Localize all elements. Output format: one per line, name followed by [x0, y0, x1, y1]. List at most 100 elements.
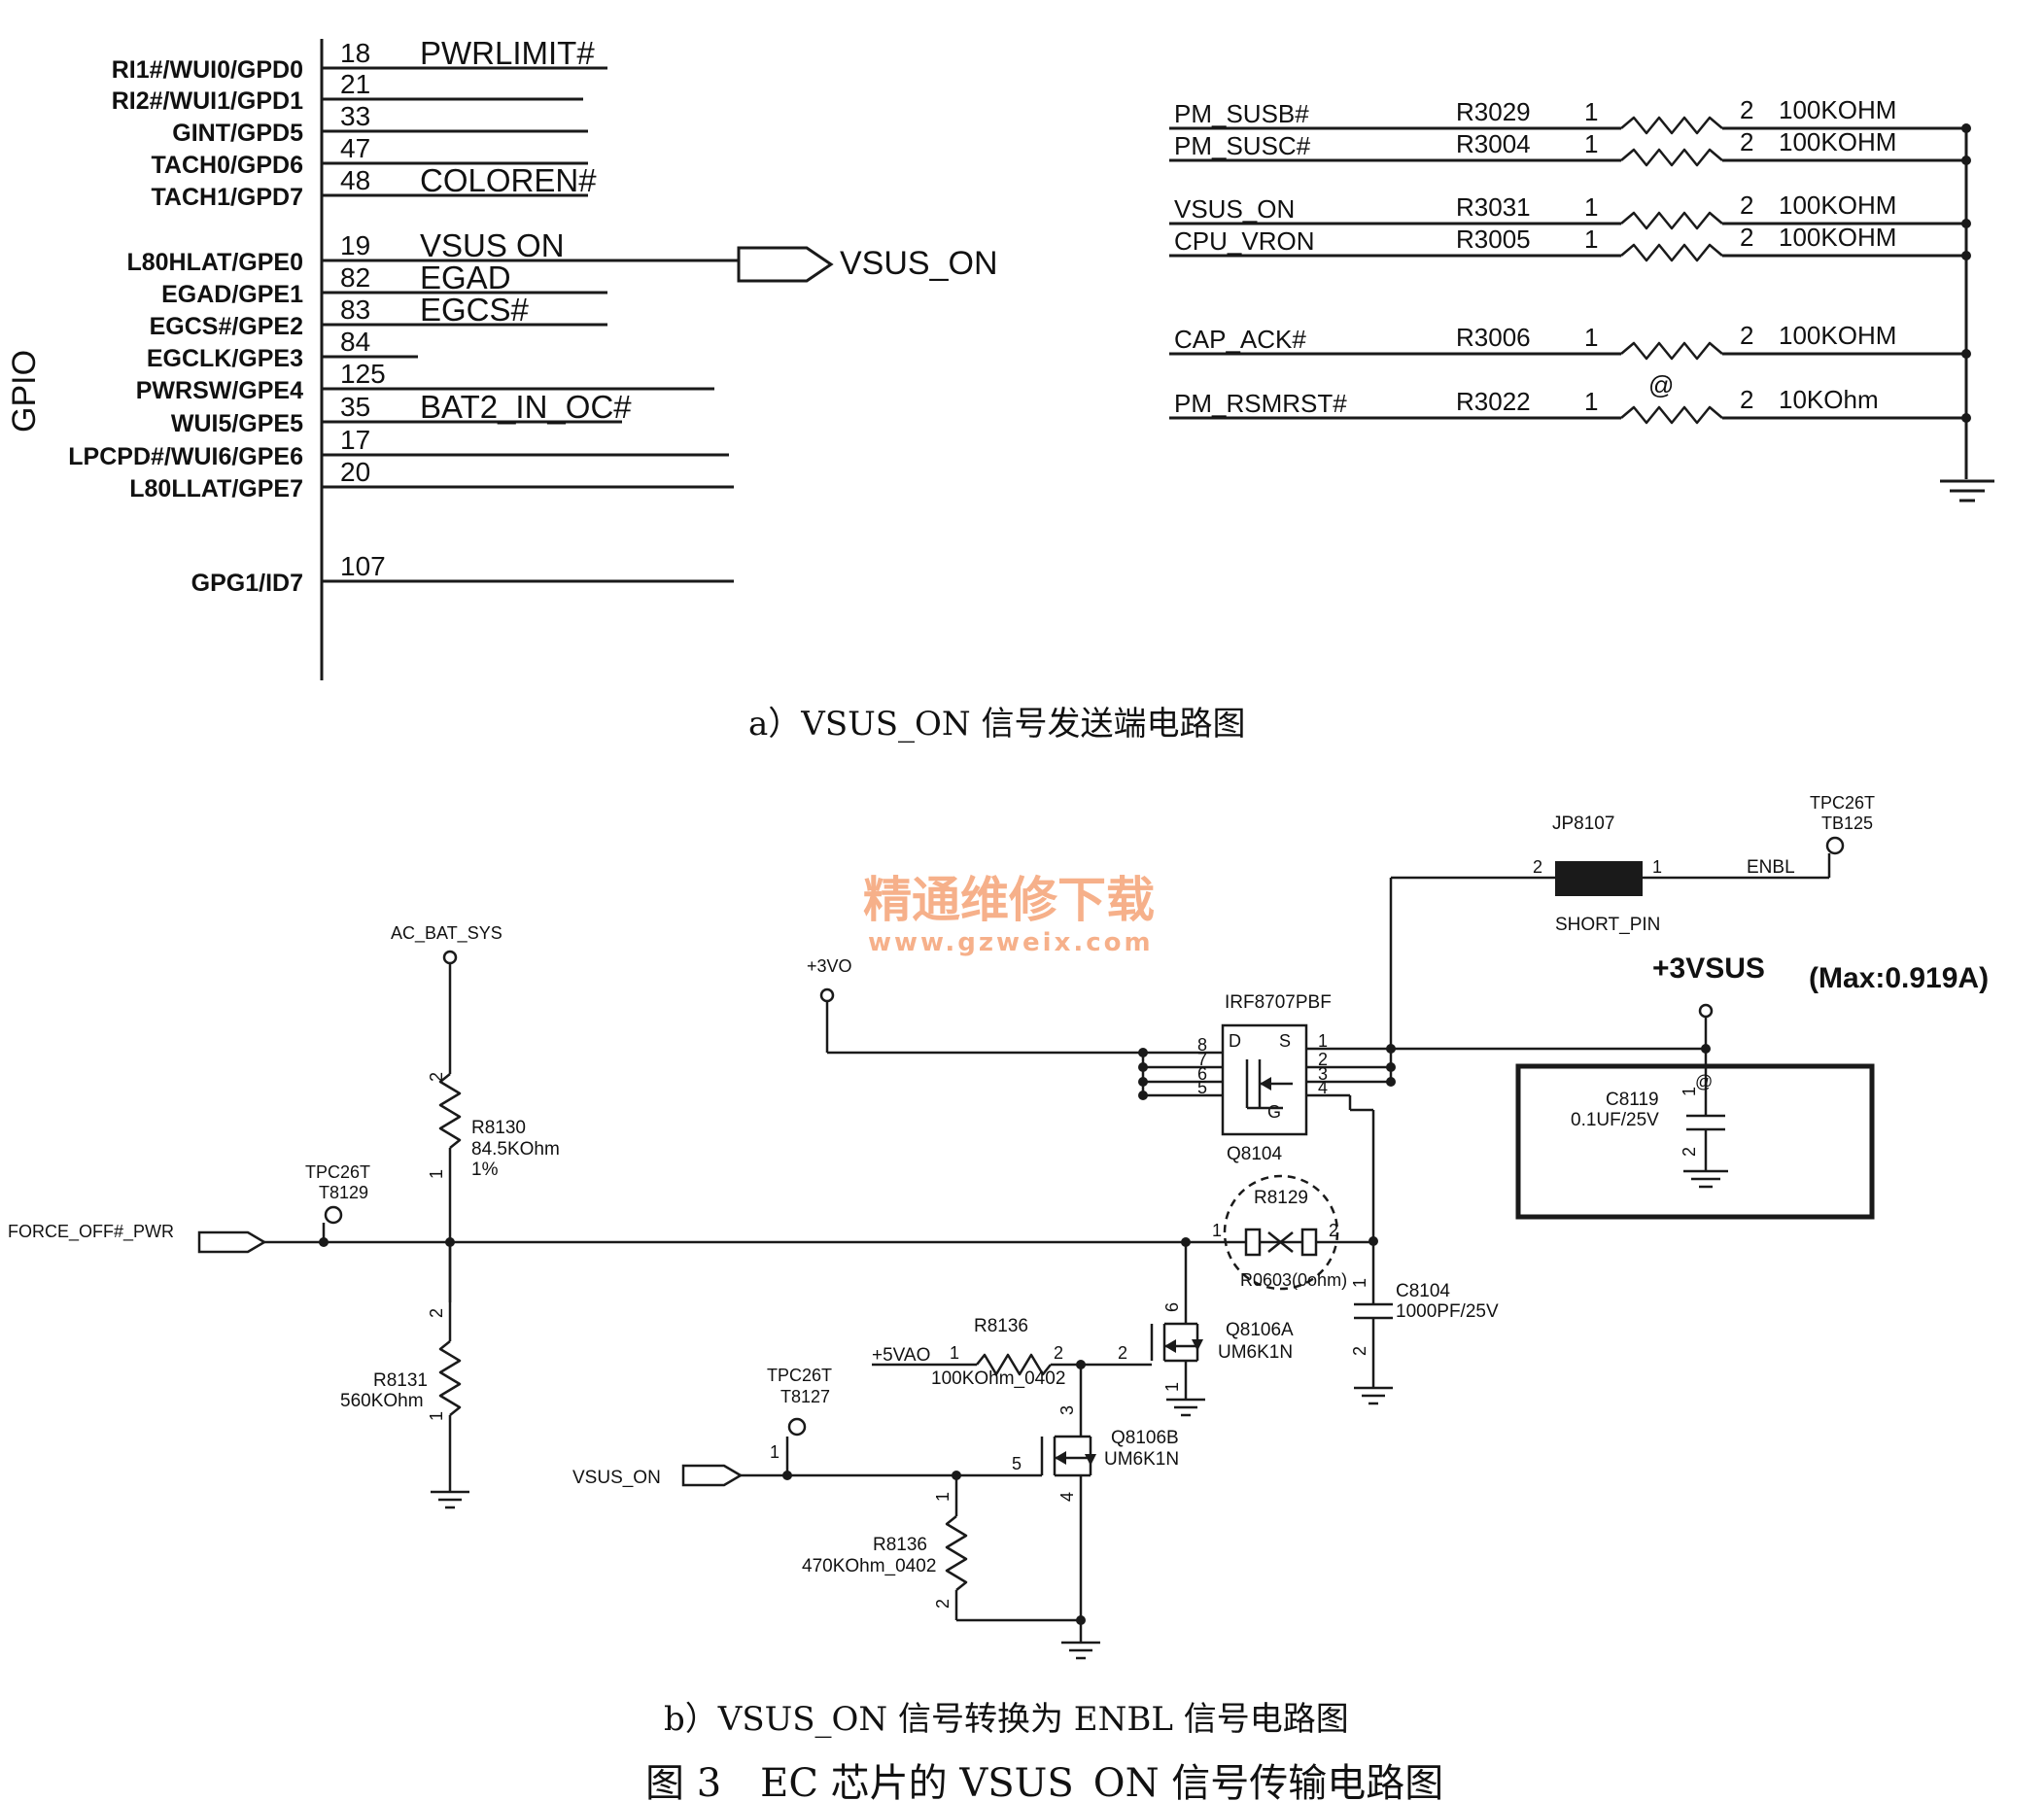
pullup-pin1: 1: [1584, 192, 1598, 222]
mosfet-pin-right: 3: [1318, 1064, 1328, 1084]
jp8107-label: SHORT_PIN: [1555, 915, 1660, 935]
watermark-url: www.gzweix.com: [868, 928, 1154, 957]
max-current-label: (Max:0.919A): [1809, 962, 1989, 994]
q8106a-transistor: 6 1 2 Q8106A UM6K1N: [1081, 1242, 1294, 1417]
gpio-pin-name: EGCS#/GPE2: [150, 313, 303, 340]
r8136b-p2: 2: [933, 1599, 953, 1609]
c8104-value: 1000PF/25V: [1396, 1301, 1499, 1322]
t8129-line2: T8129: [319, 1183, 368, 1202]
mosfet-pin-left: 6: [1197, 1064, 1207, 1084]
r8136a-p2: 2: [1054, 1343, 1063, 1363]
r8131-p2: 2: [427, 1308, 446, 1318]
gpio-pin-number: 125: [340, 359, 386, 389]
gpio-pin-name: WUI5/GPE5: [171, 410, 303, 437]
gpio-pin-number: 107: [340, 551, 386, 581]
gpio-pin-number: 19: [340, 230, 370, 260]
pullup-net: CPU_VRON: [1174, 226, 1314, 256]
gpio-net-label: PWRLIMIT#: [420, 35, 595, 71]
r8130-p1: 1: [427, 1169, 446, 1179]
mosfet-pin-left: 8: [1197, 1035, 1207, 1055]
q8106a-p6: 6: [1162, 1302, 1182, 1312]
tb125-line1: TPC26T: [1810, 793, 1875, 813]
mosfet-s: S: [1279, 1031, 1291, 1051]
pullup-ref: R3031: [1456, 192, 1531, 222]
gpio-pin-number: 17: [340, 425, 370, 455]
pullup-pin2: 2: [1740, 190, 1753, 220]
pullup-pin1: 1: [1584, 97, 1598, 126]
pullup-pin1: 1: [1584, 387, 1598, 416]
r8136-pullup: +5VAO 1 2 R8136 100KOhm_0402: [872, 1316, 1086, 1421]
mosfet-pin-right: 4: [1318, 1078, 1328, 1097]
ac-bat-sys-label: AC_BAT_SYS: [391, 923, 502, 944]
c8119-mark: @: [1695, 1072, 1713, 1091]
r8136b-value: 470KOhm_0402: [802, 1556, 936, 1576]
pullup-ref: R3004: [1456, 129, 1531, 158]
gpio-pin-name: EGCLK/GPE3: [147, 345, 303, 372]
gpio-pin-name: EGAD/GPE1: [161, 281, 303, 308]
c8104-ref: C8104: [1396, 1281, 1450, 1301]
q8104-part: IRF8707PBF: [1225, 992, 1332, 1013]
force-off-input: FORCE_OFF#_PWR TPC26T T8129: [8, 1162, 1191, 1254]
gpio-net-label: BAT2_IN_OC#: [420, 389, 632, 425]
q8106a-p2: 2: [1118, 1343, 1127, 1363]
pullup-pin2: 2: [1740, 127, 1753, 156]
pullup-net: PM_RSMRST#: [1174, 389, 1347, 418]
pullup-value: 100KOHM: [1779, 223, 1896, 252]
pullup-pin1: 1: [1584, 323, 1598, 352]
pullup-ref: R3006: [1456, 323, 1531, 352]
gpio-pin-number: 47: [340, 133, 370, 163]
offpage-net-label: VSUS_ON: [840, 245, 998, 282]
mosfet-d: D: [1229, 1031, 1241, 1051]
p3vsus-rail: +3VSUS (Max:0.919A) @ C8119 0.1UF/25V 1 …: [1515, 952, 1989, 1220]
enbl-net: ENBL: [1747, 857, 1795, 878]
force-off-label: FORCE_OFF#_PWR: [8, 1222, 174, 1242]
gpio-pin-number: 33: [340, 101, 370, 131]
mosfet-pin-right: 2: [1318, 1050, 1328, 1069]
c8119-value: 0.1UF/25V: [1571, 1110, 1659, 1130]
assembly-option-mark: @: [1648, 370, 1674, 399]
q8106b-p4: 4: [1057, 1492, 1077, 1502]
gpio-net-label: EGCS#: [420, 292, 530, 328]
r8129-value: R0603(0ohm): [1240, 1270, 1347, 1290]
pullup-value: 100KOHM: [1779, 95, 1896, 124]
r8129-p2: 2: [1329, 1221, 1338, 1240]
pullup-net: CAP_ACK#: [1174, 325, 1306, 354]
r8129-zero-ohm: R8129 1 2 R0603(0ohm): [1186, 1174, 1378, 1291]
gpio-pin-name: LPCPD#/WUI6/GPE6: [68, 443, 303, 470]
gpio-pin-number: 35: [340, 392, 370, 422]
r8136a-p1: 1: [950, 1343, 959, 1363]
r8130-value: 84.5KOhm: [471, 1139, 560, 1160]
r8130-p2: 2: [427, 1072, 446, 1082]
jp8107-pin2: 2: [1533, 857, 1542, 877]
vsus-pin1: 1: [770, 1442, 779, 1462]
gpio-net-label: EGAD: [420, 260, 511, 295]
gpio-pin-number: 48: [340, 165, 370, 195]
pullup-value: 100KOHM: [1779, 190, 1896, 220]
c8119-p2: 2: [1680, 1147, 1699, 1157]
gpio-pin-name: L80LLAT/GPE7: [129, 475, 303, 502]
gpio-pin-number: 82: [340, 262, 370, 293]
r8130-tol: 1%: [471, 1160, 499, 1180]
pullup-value: 100KOHM: [1779, 321, 1896, 350]
figure-caption: 图 3 EC 芯片的 VSUS_ON 信号传输电路图: [645, 1761, 1443, 1801]
q8104-ref: Q8104: [1227, 1144, 1282, 1164]
gpio-pin-name: RI2#/WUI1/GPD1: [112, 87, 303, 115]
pullup-pin2: 2: [1740, 385, 1753, 414]
mosfet-pin-left: 5: [1197, 1078, 1207, 1097]
gpio-pin-number: 83: [340, 294, 370, 325]
gpio-pin-number: 20: [340, 457, 370, 487]
pullup-pin2: 2: [1740, 223, 1753, 252]
pullup-pin2: 2: [1740, 95, 1753, 124]
mosfet-pin-left: 7: [1197, 1050, 1207, 1069]
jp8107-ref: JP8107: [1552, 814, 1614, 834]
caption-a: a）VSUS_ON 信号发送端电路图: [748, 705, 1246, 744]
r8131-p1: 1: [427, 1411, 446, 1421]
gpio-label: GPIO: [6, 350, 43, 433]
gpio-pin-number: 18: [340, 38, 370, 68]
pullup-net: VSUS_ON: [1174, 194, 1295, 224]
q8106b-part: UM6K1N: [1104, 1449, 1179, 1470]
gpio-net-label: COLOREN#: [420, 162, 597, 198]
gpio-pin-name: GPG1/ID7: [191, 570, 303, 597]
